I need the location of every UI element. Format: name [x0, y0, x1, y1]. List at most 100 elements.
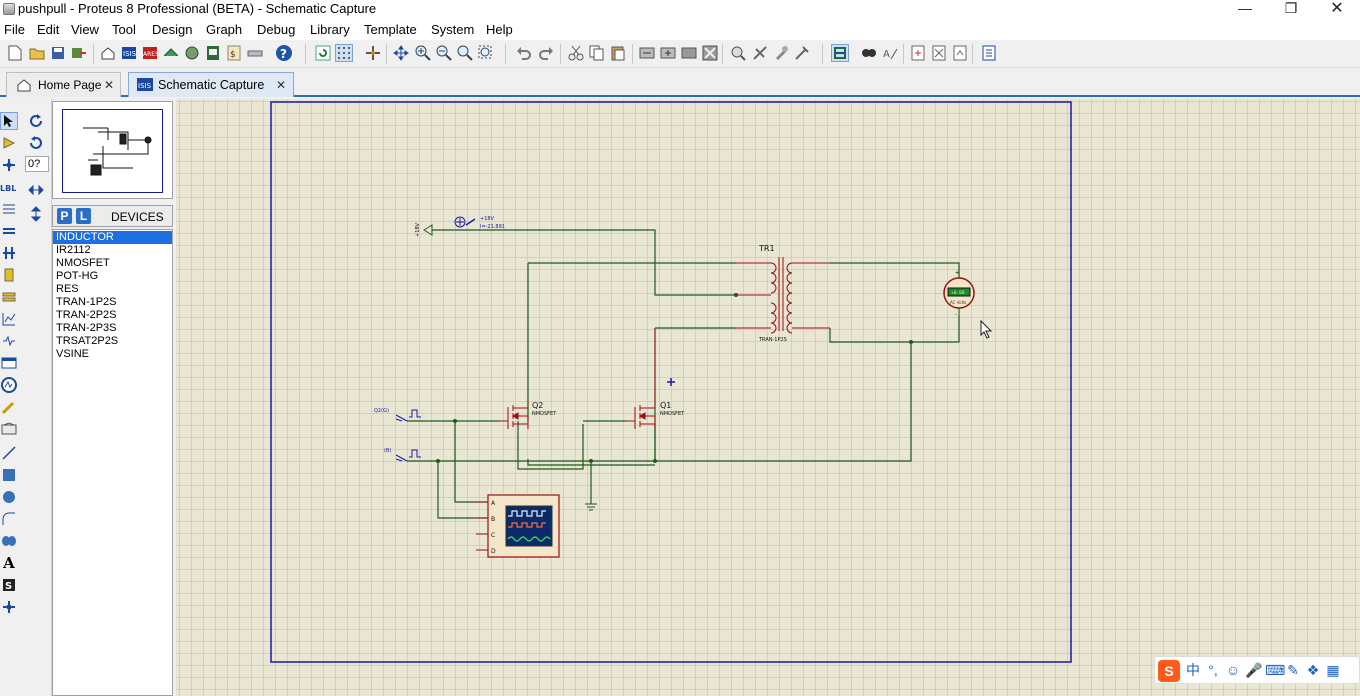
help-icon[interactable]: ? [275, 44, 293, 62]
subcircuit-icon[interactable] [0, 244, 18, 262]
list-item[interactable]: POT-HG [56, 270, 99, 282]
new-sheet-icon[interactable] [909, 44, 927, 62]
zoom-out-icon[interactable] [435, 44, 453, 62]
isis-icon[interactable]: ISIS [120, 44, 138, 62]
origin-icon[interactable] [364, 44, 382, 62]
line-tool-icon[interactable] [0, 444, 18, 462]
oscilloscope[interactable] [476, 494, 560, 558]
virtual-instruments-icon[interactable] [0, 376, 18, 394]
remove-sheet-icon[interactable] [930, 44, 948, 62]
transformer-tr1[interactable] [736, 257, 830, 334]
variant-icon[interactable] [246, 44, 264, 62]
block-copy-icon[interactable] [638, 44, 656, 62]
save-icon[interactable] [49, 44, 67, 62]
box-tool-icon[interactable] [0, 466, 18, 484]
handwriting-icon[interactable]: ✎ [1287, 662, 1299, 678]
ac-voltmeter[interactable]: + - [943, 263, 975, 318]
current-probe[interactable] [454, 216, 476, 228]
list-item[interactable]: VSINE [56, 348, 90, 360]
close-tab-icon[interactable]: ✕ [276, 78, 287, 92]
minimize-button[interactable]: — [1238, 0, 1252, 16]
menu-tool[interactable]: Tool [112, 22, 136, 37]
mirror-horizontal-icon[interactable] [27, 181, 45, 199]
generator-mode-icon[interactable] [0, 332, 18, 350]
source-code-icon[interactable]: $ [225, 44, 243, 62]
menu-view[interactable]: View [71, 22, 99, 37]
text-script-icon[interactable] [0, 200, 18, 218]
open-folder-icon[interactable] [28, 44, 46, 62]
3d-viewer-icon[interactable] [162, 44, 180, 62]
mirror-vertical-icon[interactable] [27, 205, 45, 223]
menu-library[interactable]: Library [310, 22, 350, 37]
skin-icon[interactable]: ❖ [1306, 662, 1320, 678]
tape-recorder-icon[interactable] [0, 354, 18, 372]
sogou-logo-icon[interactable]: S [1158, 660, 1180, 682]
terminals-icon[interactable] [0, 266, 18, 284]
search-icon[interactable] [860, 44, 878, 62]
undo-icon[interactable] [515, 44, 533, 62]
arc-tool-icon[interactable] [0, 510, 18, 528]
grid-toggle-icon[interactable] [335, 44, 353, 62]
list-item[interactable]: TRAN-2P2S [56, 309, 117, 321]
menu-template[interactable]: Template [364, 22, 417, 37]
overview-window[interactable] [52, 101, 173, 199]
device-pins-icon[interactable] [0, 288, 18, 306]
pulse-generator-b[interactable] [395, 449, 421, 462]
home-icon[interactable] [99, 44, 117, 62]
gerber-icon[interactable] [183, 44, 201, 62]
menu-edit[interactable]: Edit [37, 22, 60, 37]
paste-icon[interactable] [609, 44, 627, 62]
graph-mode-icon[interactable] [0, 310, 18, 328]
import-icon[interactable] [70, 44, 88, 62]
refresh-icon[interactable] [314, 44, 332, 62]
close-button[interactable]: ✕ [1330, 0, 1344, 17]
power-terminal[interactable] [423, 224, 433, 236]
circle-tool-icon[interactable] [0, 488, 18, 506]
menu-help[interactable]: Help [486, 22, 513, 37]
text-tool-icon[interactable]: A [3, 554, 15, 572]
ares-icon[interactable]: ARES [141, 44, 159, 62]
menu-design[interactable]: Design [152, 22, 193, 37]
list-item[interactable]: TRAN-1P2S [56, 296, 117, 308]
exit-to-parent-icon[interactable] [951, 44, 969, 62]
library-manager-button[interactable]: L [76, 208, 91, 224]
chinese-mode-icon[interactable]: 中 [1186, 662, 1200, 678]
maximize-button[interactable]: ❐ [1284, 0, 1298, 16]
selection-mode-icon[interactable] [0, 112, 18, 130]
symbol-tool-icon[interactable]: S [0, 576, 18, 594]
tab-home-page[interactable]: Home Page ✕ [6, 72, 121, 97]
list-item[interactable]: RES [56, 283, 79, 295]
path-tool-icon[interactable] [0, 532, 18, 550]
list-item[interactable]: INDUCTOR [53, 231, 172, 244]
list-item[interactable]: IR2112 [56, 244, 91, 256]
schematic-canvas[interactable]: +18V +18V I=-21.891 TR1 TRAN-1P2S + - +0… [176, 99, 1360, 696]
punctuation-icon[interactable]: °, [1208, 662, 1218, 678]
rotation-angle-input[interactable]: 0? [25, 156, 49, 172]
pick-devices-button[interactable]: P [57, 208, 72, 224]
copy-icon[interactable] [588, 44, 606, 62]
zoom-area-icon[interactable] [477, 44, 495, 62]
mosfet-q1[interactable] [626, 328, 656, 429]
menu-debug[interactable]: Debug [257, 22, 296, 37]
bom-icon[interactable] [204, 44, 222, 62]
marker-tool-icon[interactable] [0, 598, 18, 616]
zoom-in-icon[interactable] [414, 44, 432, 62]
list-item[interactable]: NMOSFET [56, 257, 110, 269]
close-tab-icon[interactable]: ✕ [104, 78, 115, 92]
pick-parts-icon[interactable] [729, 44, 747, 62]
packaging-tool-icon[interactable] [772, 44, 790, 62]
block-delete-icon[interactable] [701, 44, 719, 62]
pulse-generator-q2g[interactable] [395, 409, 421, 422]
zoom-all-icon[interactable] [456, 44, 474, 62]
block-rotate-icon[interactable] [680, 44, 698, 62]
voltage-probe-icon[interactable] [0, 398, 18, 416]
wire-autorouter-icon[interactable] [831, 44, 849, 62]
list-item[interactable]: TRAN-2P3S [56, 322, 117, 334]
emoji-icon[interactable]: ☺ [1225, 662, 1241, 678]
keyboard-icon[interactable]: ⌨ [1265, 662, 1286, 678]
tab-schematic-capture[interactable]: ISIS Schematic Capture ✕ [128, 72, 294, 97]
menu-system[interactable]: System [431, 22, 475, 37]
wire-label-icon[interactable]: LBL [0, 178, 18, 196]
voice-icon[interactable]: 🎤 [1245, 662, 1263, 678]
cut-icon[interactable] [567, 44, 585, 62]
